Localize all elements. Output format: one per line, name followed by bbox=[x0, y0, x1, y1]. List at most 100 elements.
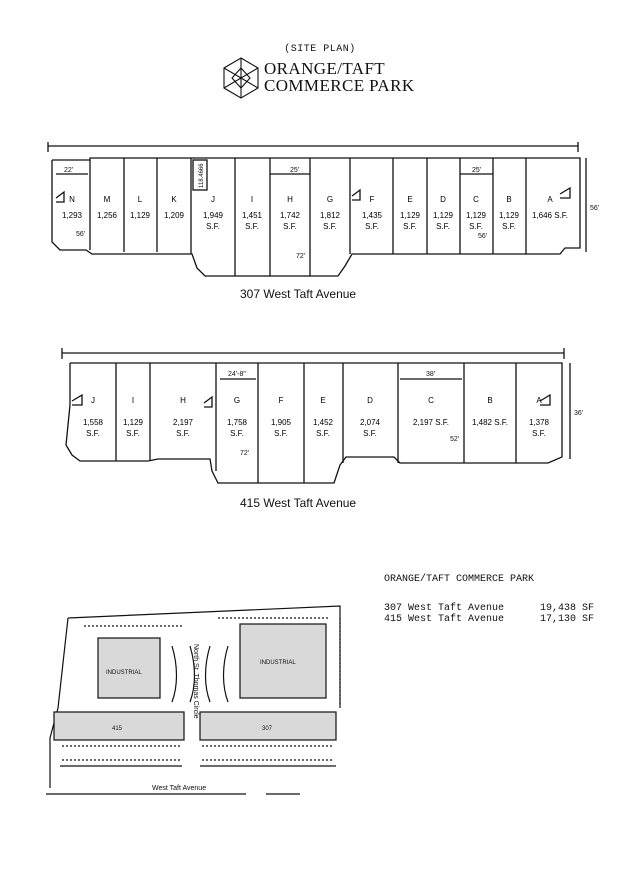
unit-area: 1,129 bbox=[466, 211, 487, 220]
dim-label: 22' bbox=[64, 167, 73, 174]
unit-letter: C bbox=[473, 195, 479, 204]
dim-label: 72' bbox=[240, 450, 249, 457]
unit-area: S.F. bbox=[363, 429, 377, 438]
logo-line-2: COMMERCE PARK bbox=[264, 76, 415, 95]
summary-legend: ORANGE/TAFT COMMERCE PARK 307 West Taft … bbox=[384, 574, 594, 625]
unit-labels-415: J1,558S.F.I1,129S.F.H2,197S.F.G1,758S.F.… bbox=[83, 396, 550, 438]
unit-area: 2,074 bbox=[360, 418, 381, 427]
logo-wordmark: ORANGE/TAFT COMMERCE PARK bbox=[264, 60, 415, 94]
unit-letter: G bbox=[327, 195, 333, 204]
unit-area: S.F. bbox=[403, 222, 417, 231]
unit-letter: G bbox=[234, 396, 240, 405]
unit-letter: F bbox=[370, 195, 375, 204]
unit-letter: D bbox=[440, 195, 446, 204]
unit-letter: E bbox=[320, 396, 325, 405]
summary-row: 307 West Taft Avenue 19,438 SF bbox=[384, 603, 594, 614]
summary-row-area: 17,130 SF bbox=[539, 614, 594, 625]
unit-area: 1,256 bbox=[97, 211, 118, 220]
unit-area: 1,129 bbox=[130, 211, 151, 220]
industrial-right-label: INDUSTRIAL bbox=[260, 660, 296, 666]
unit-area: S.F. bbox=[502, 222, 516, 231]
dim-label: 56' bbox=[478, 233, 487, 240]
unit-letter: N bbox=[69, 195, 75, 204]
unit-letter: C bbox=[428, 396, 434, 405]
unit-letter: F bbox=[279, 396, 284, 405]
cube-logo-icon bbox=[223, 57, 259, 99]
summary-row-name: 307 West Taft Avenue bbox=[384, 603, 505, 614]
unit-area: S.F. bbox=[323, 222, 337, 231]
unit-area: 1,812 bbox=[320, 211, 341, 220]
company-logo: ORANGE/TAFT COMMERCE PARK bbox=[222, 56, 415, 100]
unit-letter: A bbox=[547, 195, 553, 204]
unit-area: 1,451 bbox=[242, 211, 263, 220]
unit-letter: I bbox=[251, 195, 253, 204]
unit-area: 1,452 bbox=[313, 418, 334, 427]
unit-area: 1,293 bbox=[62, 211, 83, 220]
unit-area: 1,129 bbox=[433, 211, 454, 220]
unit-letter: B bbox=[487, 396, 492, 405]
unit-letter: A bbox=[536, 396, 542, 405]
bldg-415-label: 415 bbox=[112, 726, 123, 732]
unit-area: S.F. bbox=[365, 222, 379, 231]
dim-label: 56' bbox=[76, 231, 85, 238]
building-307-caption: 307 West Taft Avenue bbox=[240, 287, 357, 301]
unit-area: 1,558 bbox=[83, 418, 104, 427]
unit-area: 1,646 S.F. bbox=[532, 211, 568, 220]
unit-area: S.F. bbox=[469, 222, 483, 231]
unit-area: S.F. bbox=[436, 222, 450, 231]
unit-area: 1,209 bbox=[164, 211, 185, 220]
unit-area: 1,378 bbox=[529, 418, 550, 427]
unit-area: S.F. bbox=[230, 429, 244, 438]
unit-area: S.F. bbox=[245, 222, 259, 231]
unit-area: 1,949 bbox=[203, 211, 224, 220]
rotated-dim-label: 118.4666 bbox=[199, 163, 205, 188]
unit-area: S.F. bbox=[206, 222, 220, 231]
unit-area: 1,435 bbox=[362, 211, 383, 220]
dim-label: 24'-8" bbox=[228, 371, 246, 378]
street-label: North St. Thomas Circle bbox=[192, 644, 199, 719]
bldg-307-label: 307 bbox=[262, 726, 273, 732]
dim-label: 52' bbox=[450, 436, 459, 443]
unit-area: 1,129 bbox=[400, 211, 421, 220]
dim-label: 72' bbox=[296, 253, 305, 260]
unit-letter: K bbox=[171, 195, 177, 204]
unit-letter: D bbox=[367, 396, 373, 405]
site-plan-label: (SITE PLAN) bbox=[284, 44, 356, 55]
unit-area: 1,758 bbox=[227, 418, 248, 427]
unit-area: S.F. bbox=[532, 429, 546, 438]
site-map: INDUSTRIAL INDUSTRIAL 415 307 West Taft … bbox=[46, 605, 341, 795]
unit-area: S.F. bbox=[274, 429, 288, 438]
summary-row-name: 415 West Taft Avenue bbox=[384, 614, 505, 625]
summary-title: ORANGE/TAFT COMMERCE PARK bbox=[384, 574, 535, 585]
floor-plan-415: J1,558S.F.I1,129S.F.H2,197S.F.G1,758S.F.… bbox=[61, 348, 583, 484]
unit-area: S.F. bbox=[316, 429, 330, 438]
unit-area: 2,197 S.F. bbox=[413, 418, 449, 427]
unit-letter: L bbox=[138, 195, 143, 204]
unit-letter: M bbox=[104, 195, 111, 204]
dim-label: 25' bbox=[290, 167, 299, 174]
unit-area: 1,905 bbox=[271, 418, 292, 427]
unit-letter: J bbox=[211, 195, 215, 204]
summary-row: 415 West Taft Avenue 17,130 SF bbox=[384, 614, 594, 625]
unit-letter: H bbox=[180, 396, 186, 405]
unit-area: S.F. bbox=[126, 429, 140, 438]
building-415-caption: 415 West Taft Avenue bbox=[240, 496, 357, 510]
unit-area: 1,129 bbox=[499, 211, 520, 220]
unit-area: 1,742 bbox=[280, 211, 301, 220]
summary-row-area: 19,438 SF bbox=[539, 603, 594, 614]
industrial-left-label: INDUSTRIAL bbox=[106, 670, 142, 676]
unit-letter: B bbox=[506, 195, 511, 204]
unit-letter: E bbox=[407, 195, 412, 204]
avenue-label: West Taft Avenue bbox=[152, 785, 206, 792]
unit-area: S.F. bbox=[176, 429, 190, 438]
unit-area: 1,482 S.F. bbox=[472, 418, 508, 427]
unit-area: 1,129 bbox=[123, 418, 144, 427]
depth-label: 56' bbox=[590, 205, 599, 212]
unit-area: 2,197 bbox=[173, 418, 194, 427]
unit-letter: J bbox=[91, 396, 95, 405]
unit-area: S.F. bbox=[283, 222, 297, 231]
depth-label: 36' bbox=[574, 410, 583, 417]
